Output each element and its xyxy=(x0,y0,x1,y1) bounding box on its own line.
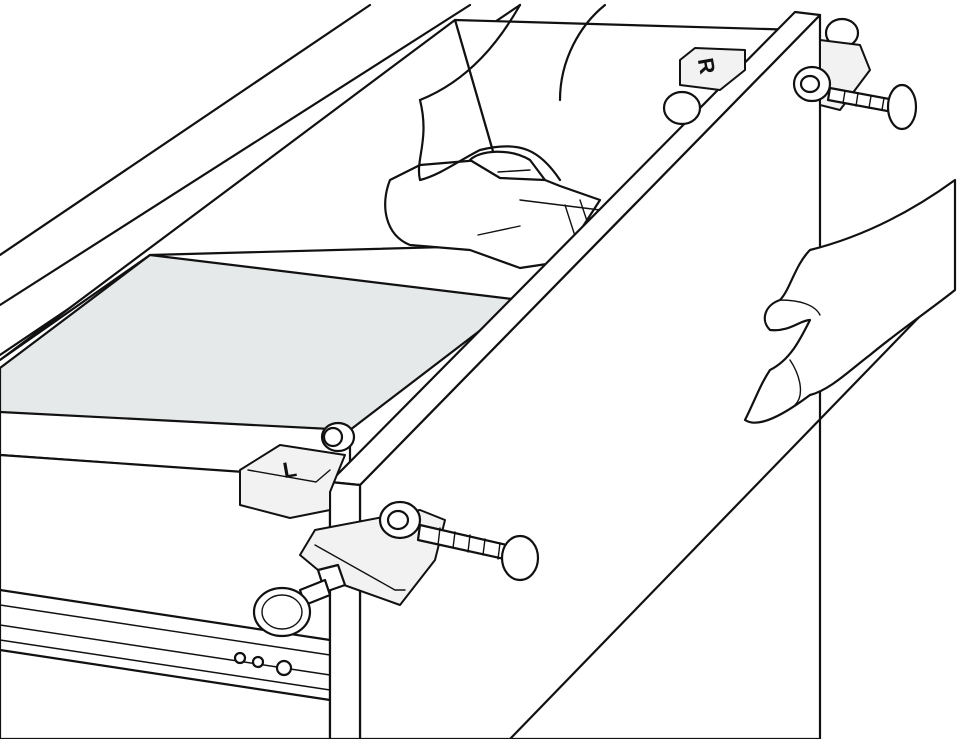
left-bracket xyxy=(239,444,346,519)
drawer-front-left-edge xyxy=(328,480,362,739)
right-bracket-label: R xyxy=(693,56,720,76)
clamp-icon: R xyxy=(662,17,918,131)
hand-icon xyxy=(743,178,957,424)
drawer-bottom xyxy=(0,253,522,432)
hand-icon xyxy=(417,3,607,182)
knob-icon xyxy=(662,90,702,126)
knob-icon xyxy=(886,83,918,131)
right-bracket xyxy=(679,47,746,91)
drill-icon xyxy=(384,150,602,270)
clamp-icon: L xyxy=(239,421,540,638)
left-bracket-label: L xyxy=(281,456,299,483)
knob-icon xyxy=(500,534,540,582)
drawer-slide-icon xyxy=(0,588,332,702)
